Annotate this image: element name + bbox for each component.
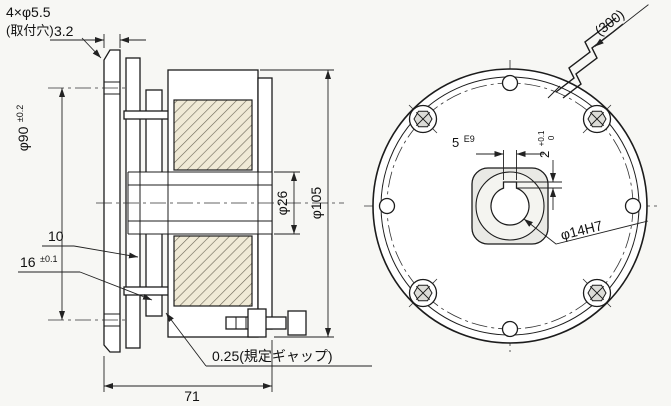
dim-flange-thickness: 3.2 [50,23,146,48]
svg-text:10: 10 [48,228,64,244]
key-depth-tol-upper-label: +0.1 [537,130,546,146]
side-view: 3.2 4×φ5.5 (取付穴) φ90 ±0.2 10 [6,4,372,404]
coil-bottom [173,235,253,307]
dim-key-depth: 2 +0.1 0 [516,126,562,210]
coil-top [173,99,253,171]
svg-text:φ90 ±0.2: φ90 ±0.2 [15,105,32,152]
mount-hole-bottom [501,320,519,338]
dim-bolt-circle: φ90 ±0.2 [15,88,65,320]
svg-text:71: 71 [184,388,200,404]
bore-keyway [490,181,530,226]
svg-text:(300): (300) [592,6,628,39]
mount-hole-top [501,74,519,92]
socket-screw-top-left [408,104,438,134]
key-width-label: 5 [452,135,459,150]
flange-thickness-label: 3.2 [54,23,74,39]
key-width-fit-label: E9 [464,134,475,144]
key-depth-label: 2 [537,151,552,158]
socket-screw-top-right [582,104,612,134]
dim-lead-length: (300) [592,4,649,47]
svg-text:2 +0.1 0: 2 +0.1 0 [531,126,556,158]
flange-hole-lines [104,81,120,327]
svg-text:4×φ5.5: 4×φ5.5 [6,4,51,20]
svg-text:(取付穴): (取付穴) [6,23,54,38]
svg-text:5 E9: 5 E9 [452,134,475,151]
dim-hub-length: 10 [42,228,139,259]
torque-pin-bottom [123,286,171,296]
svg-text:16 ±0.1: 16 ±0.1 [20,254,57,271]
stack-thickness-tol-label: ±0.1 [40,254,57,264]
svg-text:φ105: φ105 [308,187,324,220]
svg-text:φ26: φ26 [274,190,290,215]
fixing-bolt [225,308,307,338]
hub-length-label: 10 [48,228,64,244]
bolt-circle-tol-label: ±0.2 [15,105,25,122]
dim-overall-width: 71 [103,340,273,404]
dim-key-width: 5 E9 [452,134,544,180]
dim-hub-dia: φ26 [274,171,300,235]
mount-hole-left [378,197,396,215]
bolt-circle-dia-label: φ90 [15,126,31,151]
torque-pin-top [123,110,171,120]
mounting-flange [103,49,121,353]
mount-holes-label-2: (取付穴) [6,23,54,38]
lead-length-label: (300) [592,6,628,39]
label-mounting-holes: 4×φ5.5 (取付穴) [6,4,102,59]
socket-screw-bottom-left [408,278,438,308]
outer-dia-label: φ105 [308,187,324,220]
overall-width-label: 71 [184,388,200,404]
key-depth-tol-lower-label: 0 [547,135,556,140]
mount-holes-label-1: 4×φ5.5 [6,4,51,20]
dim-outer-dia: φ105 [260,69,334,338]
mount-hole-right [624,197,642,215]
dim-stack-thickness: 16 ±0.1 [18,254,153,301]
stack-thickness-label: 16 [20,254,36,270]
front-view: 5 E9 2 +0.1 0 φ14H7 [364,4,658,352]
hub-dia-label: φ26 [274,190,290,215]
socket-screw-bottom-right [582,278,612,308]
